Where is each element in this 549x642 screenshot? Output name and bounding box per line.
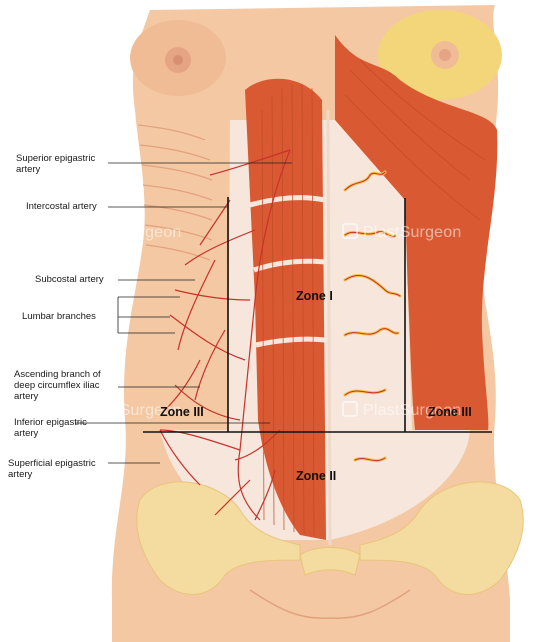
watermark-logo-icon xyxy=(62,223,78,239)
label-intercostal-artery: Intercostal artery xyxy=(26,201,97,212)
watermark-text: PlastSurgeon xyxy=(363,224,462,241)
label-line: Ascending branch of xyxy=(14,369,101,380)
label-lumbar-branches: Lumbar branches xyxy=(22,311,96,322)
tendinous-intersections xyxy=(249,195,326,348)
zone-2-label: Zone II xyxy=(296,469,337,483)
label-superior-epigastric-artery: Superior epigastric artery xyxy=(16,153,95,175)
watermark: PlastSurgeon xyxy=(342,401,461,420)
label-line: deep circumflex iliac xyxy=(14,380,100,391)
watermark: PlastSurgeon xyxy=(62,223,181,242)
watermark: PlastSurgeon xyxy=(342,223,461,242)
watermark-logo-icon xyxy=(342,223,358,239)
watermark-text: PlastSurgeon xyxy=(83,402,182,419)
watermark-logo-icon xyxy=(342,401,358,417)
watermark-text: PlastSurgeon xyxy=(83,224,182,241)
label-inferior-epigastric-artery: Inferior epigastric artery xyxy=(14,417,87,439)
arteries xyxy=(159,149,291,521)
label-line: artery xyxy=(14,428,39,439)
pelvis xyxy=(136,481,524,595)
linea-alba xyxy=(326,109,332,546)
label-line: artery xyxy=(14,391,39,402)
label-line: Inferior epigastric xyxy=(14,417,87,428)
muscle-fibers xyxy=(261,59,486,537)
label-line: Intercostal artery xyxy=(26,201,97,212)
rectus-abdominis-left xyxy=(245,78,326,541)
watermark-text: PlastSurgeon xyxy=(363,402,462,419)
right-breast xyxy=(378,10,502,100)
zone-3-right-label: Zone III xyxy=(428,405,472,419)
label-line: artery xyxy=(8,469,33,480)
label-line: Superior epigastric xyxy=(16,153,96,164)
groin xyxy=(249,589,411,619)
label-line: Superficial epigastric xyxy=(8,458,96,469)
watermark: PlastSurgeon xyxy=(62,401,181,420)
perforators xyxy=(343,170,402,463)
zone-3-left-label: Zone III xyxy=(160,405,204,419)
left-breast xyxy=(130,20,226,96)
skin-folds xyxy=(137,124,213,261)
leader-lines xyxy=(75,162,292,464)
watermark-logo-icon xyxy=(62,401,78,417)
label-superficial-epigastric-artery: Superficial epigastric artery xyxy=(8,458,96,480)
label-line: Lumbar branches xyxy=(22,311,96,322)
label-ascending-branch-circumflex-iliac: Ascending branch of deep circumflex ilia… xyxy=(14,369,101,402)
label-subcostal-artery: Subcostal artery xyxy=(35,274,104,285)
label-line: Subcostal artery xyxy=(35,274,104,285)
zone-lines xyxy=(143,197,492,433)
label-line: artery xyxy=(16,164,41,175)
external-oblique-muscle xyxy=(335,35,498,430)
zone-1-label: Zone I xyxy=(296,289,333,303)
